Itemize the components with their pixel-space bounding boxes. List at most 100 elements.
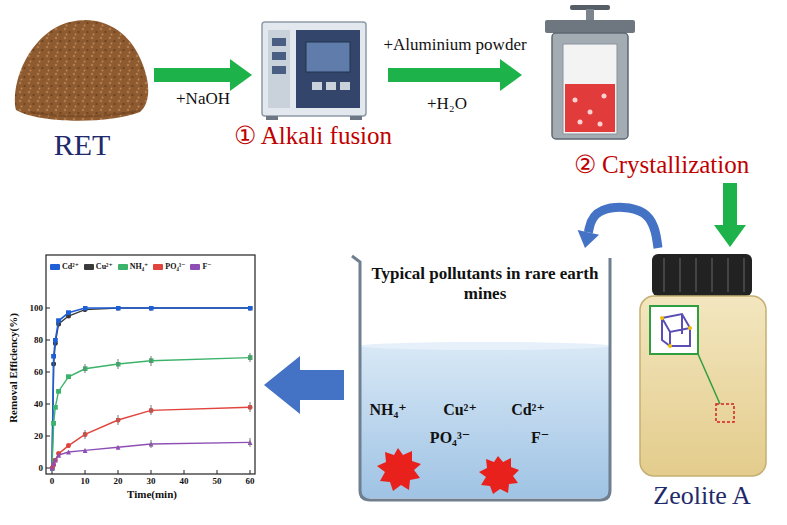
tick-label: 40	[34, 399, 43, 409]
sample-jar-part	[663, 258, 665, 292]
tick-label: 80	[34, 335, 43, 345]
autoclave-part	[598, 122, 603, 127]
autoclave-node: ② Crystallization	[540, 4, 783, 180]
line-chart-part	[46, 255, 255, 474]
legend-entry: F⁻	[190, 263, 211, 272]
sample-jar-part	[650, 306, 698, 354]
legend-entry: Cd²⁺	[50, 263, 79, 272]
arrow-shaft	[388, 68, 500, 82]
reagent-label: +H₂O	[427, 94, 467, 114]
axis-title: Removal Efficiency(%)	[7, 313, 20, 423]
beaker-part	[360, 346, 610, 498]
sample-jar-part	[640, 296, 766, 476]
beaker-part	[360, 342, 610, 350]
arrow-head	[500, 59, 522, 91]
tick-label: 40	[180, 476, 189, 486]
beaker-part	[352, 256, 610, 500]
legend-entry: Cu²⁺	[84, 263, 113, 272]
muffle-furnace-part	[296, 30, 360, 108]
legend-text: F⁻	[202, 263, 211, 272]
pollutant-particle	[377, 448, 519, 494]
sample-jar-part	[679, 258, 681, 292]
muffle-furnace-part	[262, 22, 366, 116]
arrow-shaft	[723, 183, 737, 225]
sample-jar-part	[668, 344, 672, 348]
line-chart	[46, 255, 255, 474]
sample-jar-part	[660, 316, 664, 320]
axis-title: Time(min)	[127, 488, 177, 501]
legend-swatch	[84, 264, 94, 270]
legend-entry: NH₄⁺	[118, 263, 149, 272]
sample-jar-part	[698, 354, 720, 404]
tick-label: 30	[147, 476, 156, 486]
flow-arrow	[388, 59, 522, 91]
arrow-head	[714, 225, 746, 247]
flow-arrow	[264, 356, 344, 414]
muffle-furnace-part	[272, 52, 286, 60]
muffle-furnace-part	[312, 82, 322, 90]
tick-label: 0	[50, 476, 55, 486]
tick-label: 60	[34, 367, 43, 377]
tick-label: 20	[114, 476, 123, 486]
flow-arrow	[154, 59, 252, 91]
soil-sample	[15, 20, 148, 121]
line-chart-part	[52, 308, 250, 468]
tick-label: 100	[30, 303, 44, 313]
pollutant-particle-part	[479, 456, 519, 494]
autoclave-part	[602, 94, 607, 99]
sample-jar-part	[652, 254, 752, 296]
muffle-furnace	[262, 22, 366, 120]
muffle-furnace-part	[268, 30, 290, 108]
chart-node: Removal Efficiency(%) Time(min)	[6, 250, 260, 506]
sample-jar-part	[716, 404, 734, 422]
tick-label: 50	[213, 476, 222, 486]
tick-label: 10	[81, 476, 90, 486]
ion-label: NH₄⁺	[369, 401, 406, 419]
beaker-caption: Typical pollutants in rare earth mines	[367, 264, 603, 303]
tick-label: 60	[246, 476, 255, 486]
muffle-furnace-part	[266, 116, 278, 120]
legend-text: Cd²⁺	[62, 263, 79, 272]
autoclave-part	[578, 120, 583, 125]
flow-arrow	[714, 183, 746, 247]
autoclave-part	[565, 84, 615, 132]
sample-jar-part	[688, 326, 692, 330]
sample-jar-part	[743, 258, 745, 292]
beaker-node: Typical pollutants in rare earth minesNH…	[350, 250, 620, 502]
sample-jar-part	[727, 258, 729, 292]
autoclave-part	[573, 98, 578, 103]
step-label: ② Crystallization	[574, 151, 749, 180]
legend-text: NH₄⁺	[130, 263, 149, 272]
sample-jar-part	[695, 258, 697, 292]
chart-legend: Cd²⁺ Cu²⁺ NH₄⁺ PO₄³⁻ F⁻	[50, 263, 212, 272]
autoclave-part	[588, 110, 593, 115]
muffle-furnace-part	[326, 82, 336, 90]
muffle-furnace-part	[350, 116, 362, 120]
beaker	[352, 256, 610, 500]
muffle-furnace-part	[306, 42, 350, 72]
line-chart-part	[52, 470, 250, 474]
legend-swatch	[190, 264, 200, 270]
arrow-head	[264, 356, 300, 414]
legend-swatch	[118, 264, 128, 270]
sample-jar-part	[711, 258, 713, 292]
legend-swatch	[50, 264, 60, 270]
line-chart-part	[46, 308, 50, 468]
pollutant-particle-part	[377, 448, 421, 491]
step-label: ① Alkali fusion	[234, 122, 392, 151]
autoclave-part	[545, 20, 635, 33]
autoclave-part	[563, 44, 617, 134]
line-chart-part	[85, 353, 250, 448]
furnace-node: ① Alkali fusion	[258, 18, 368, 120]
node-label: Zeolite A	[653, 481, 750, 511]
raw-material-node: RET	[12, 12, 152, 124]
ion-label: Cu²⁺	[443, 401, 477, 419]
arrow-shaft	[300, 370, 344, 400]
legend-text: PO₄³⁻	[165, 263, 185, 272]
autoclave-part	[552, 33, 628, 139]
legend-entry: PO₄³⁻	[153, 263, 185, 272]
sample-jar-part	[662, 314, 690, 346]
soil-sample-part	[15, 20, 148, 121]
muffle-furnace-part	[340, 82, 350, 90]
